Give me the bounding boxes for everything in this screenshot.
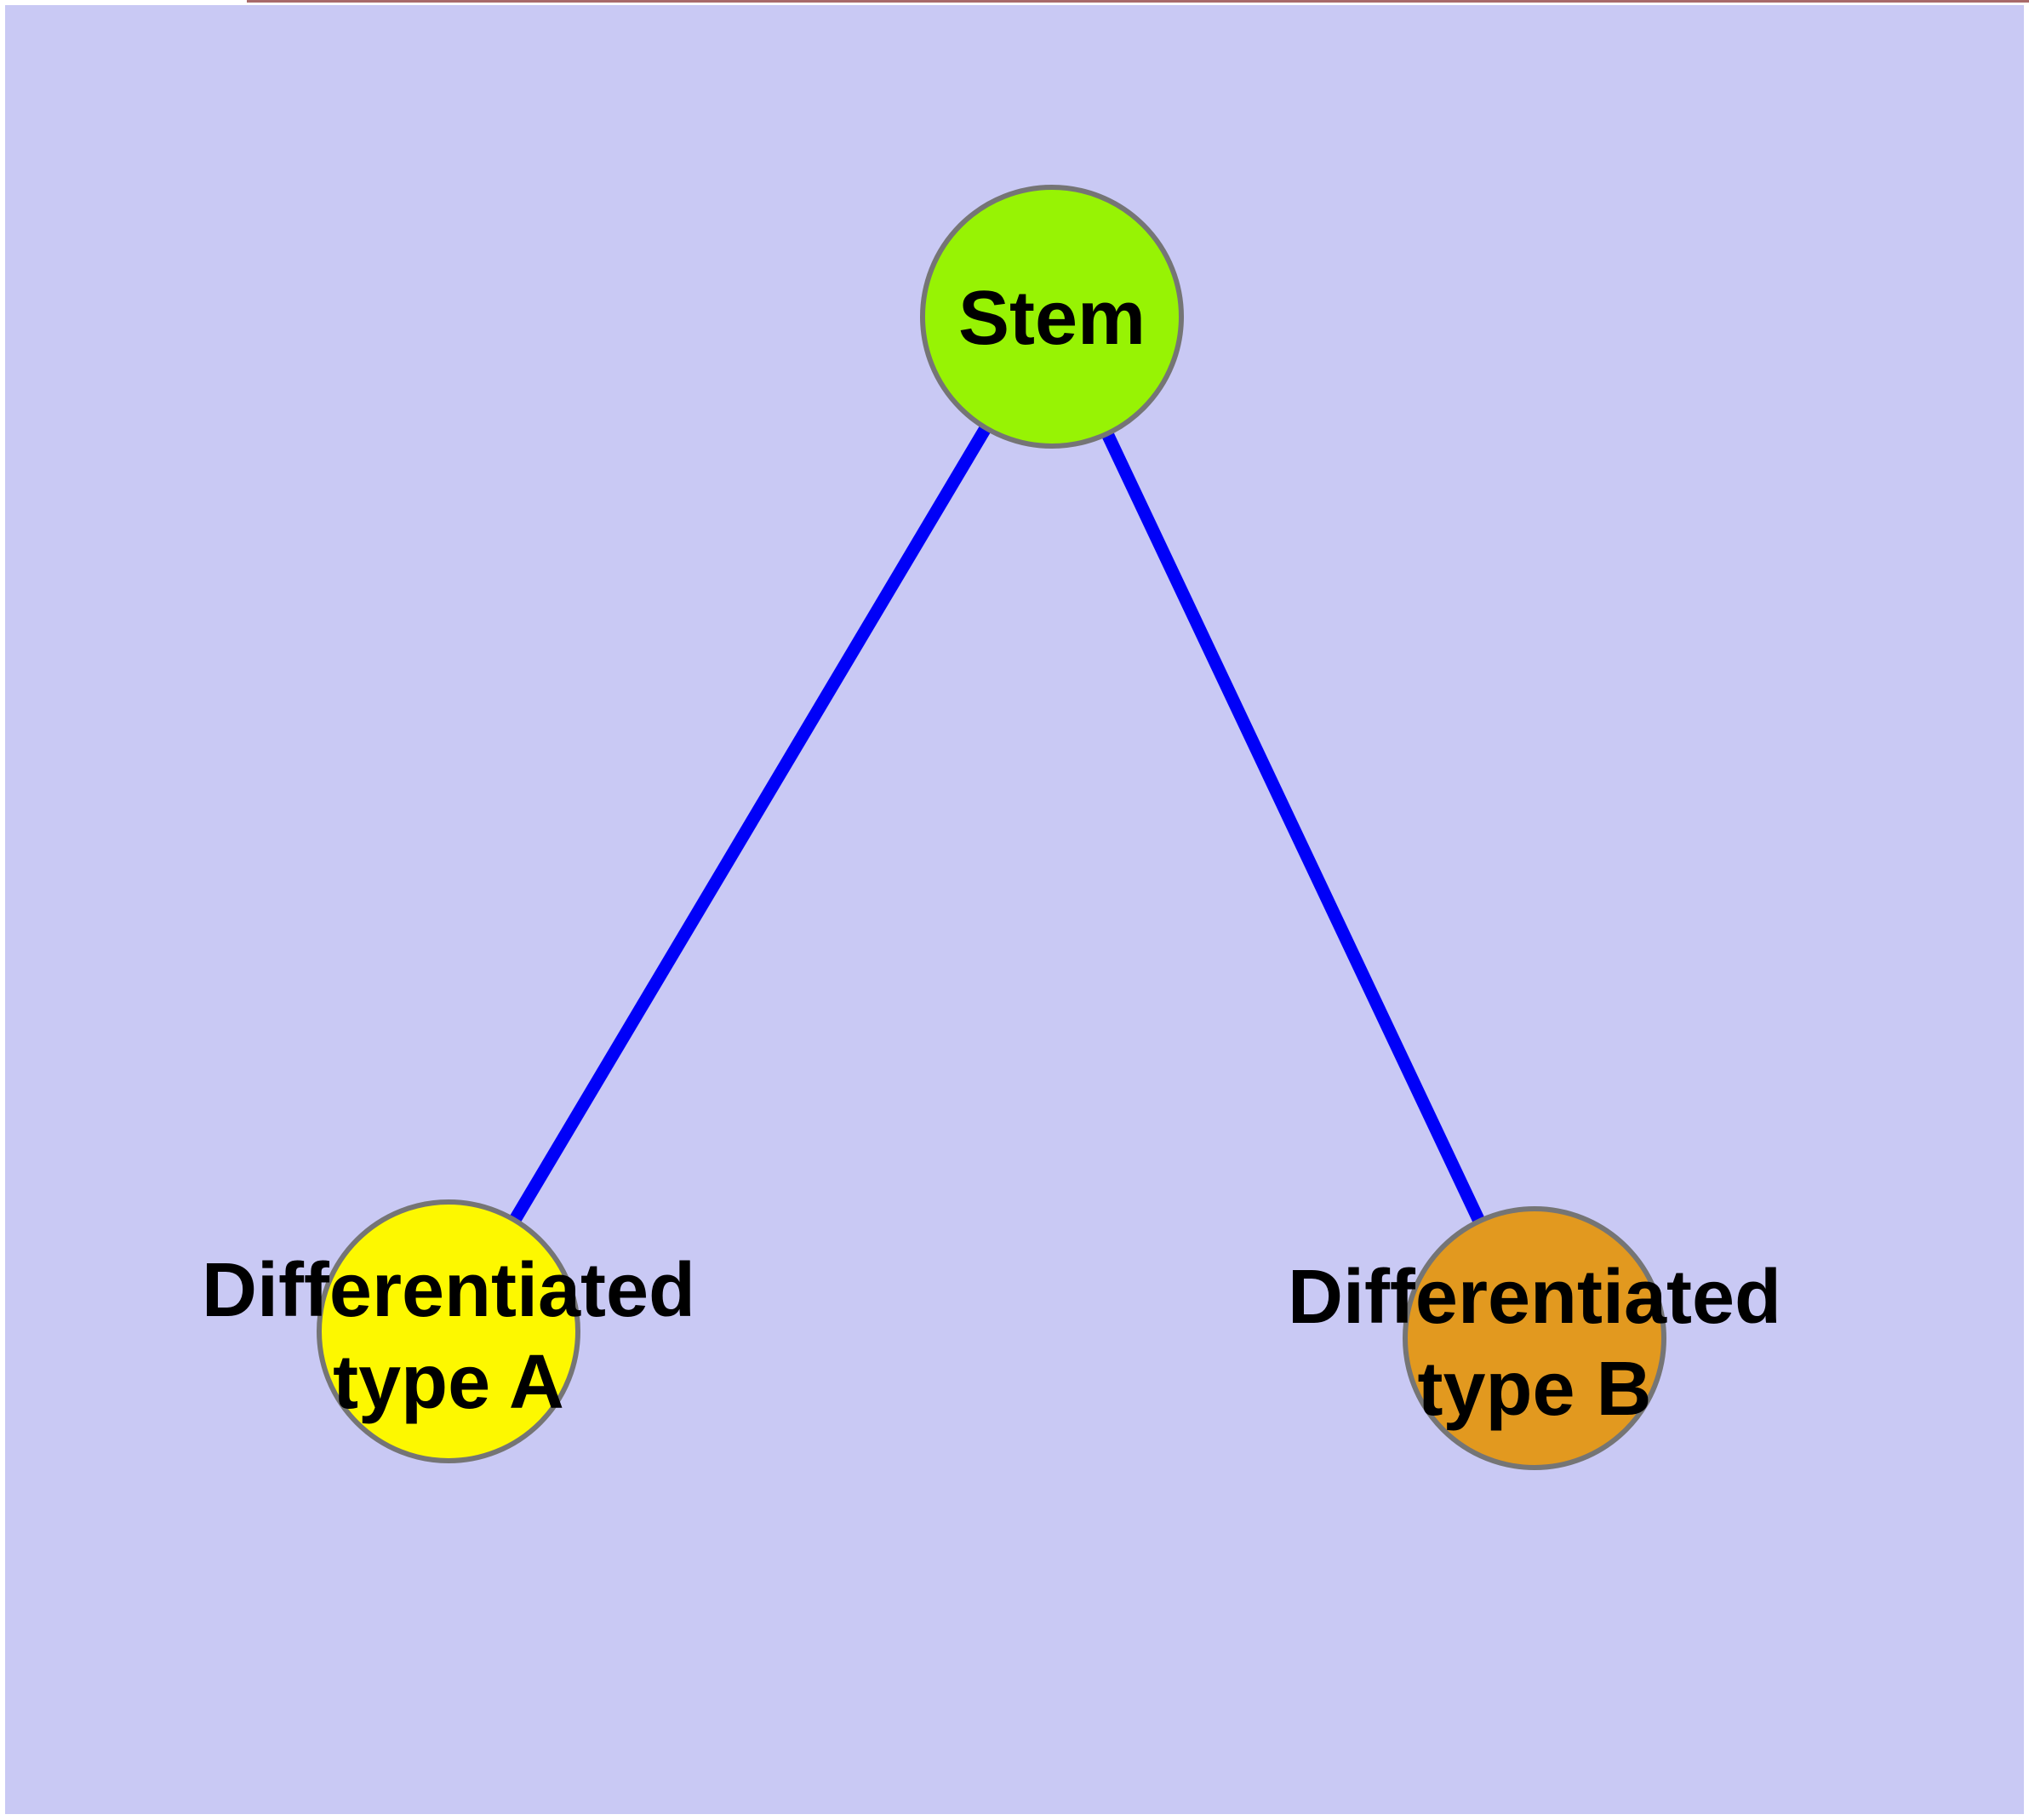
stem-node-label: Stem [958,276,1146,361]
differentiated-type-a-label-line2: type A [333,1340,564,1425]
differentiated-type-a-label-line1: Differentiated [202,1248,695,1333]
edge-stem-to-type-a [443,313,1058,1335]
stem-node [920,185,1184,449]
differentiated-type-a-node [317,1199,580,1463]
edge-stem-to-type-b [1046,313,1540,1342]
differentiated-type-b-node [1403,1206,1666,1470]
differentiated-type-b-label-line2: type B [1417,1347,1651,1432]
differentiated-type-b-label-line1: Differentiated [1288,1255,1781,1340]
top-edge-hairline [247,0,2029,3]
